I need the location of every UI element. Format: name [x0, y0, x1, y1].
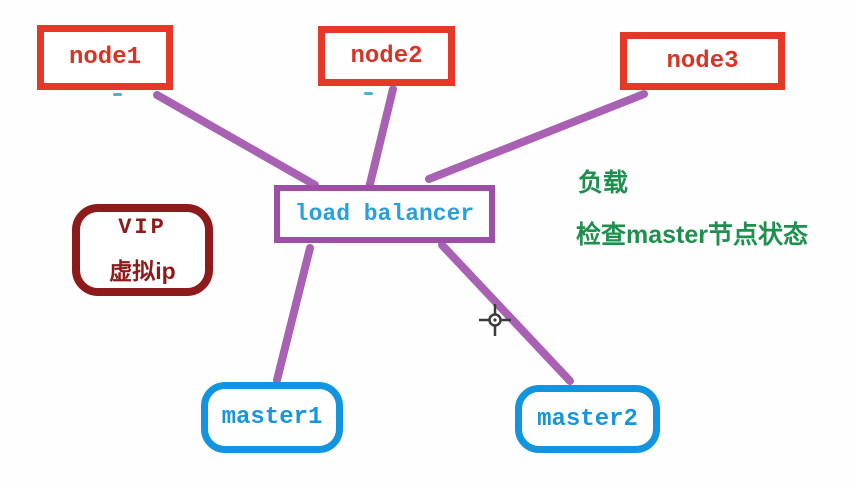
node1-box: node1 [37, 25, 173, 90]
node3-box: node3 [620, 32, 785, 90]
node3-label: node3 [666, 47, 739, 75]
link-node1-lb [153, 91, 319, 189]
load-balancer-label: load balancer [294, 201, 475, 227]
cyan-tick-mark [364, 92, 373, 95]
master1-label: master1 [221, 404, 323, 431]
master2-box: master2 [515, 385, 660, 453]
load-balancer-box: load balancer [274, 185, 495, 243]
cyan-tick-mark [113, 93, 122, 96]
vip-sublabel: 虚拟ip [109, 257, 176, 284]
node2-label: node2 [350, 42, 423, 70]
node1-label: node1 [68, 44, 141, 71]
master2-label: master2 [537, 405, 638, 433]
link-node2-lb [365, 85, 397, 192]
annotation-check-master: 检查master节点状态 [576, 221, 808, 249]
node2-box: node2 [318, 26, 455, 86]
vip-label: VIP [118, 214, 167, 240]
link-lb-master1 [273, 244, 314, 384]
master1-box: master1 [201, 382, 343, 453]
annotation-load: 负载 [578, 169, 629, 197]
link-lb-master2 [438, 241, 574, 385]
vip-box: VIP 虚拟ip [72, 204, 213, 296]
